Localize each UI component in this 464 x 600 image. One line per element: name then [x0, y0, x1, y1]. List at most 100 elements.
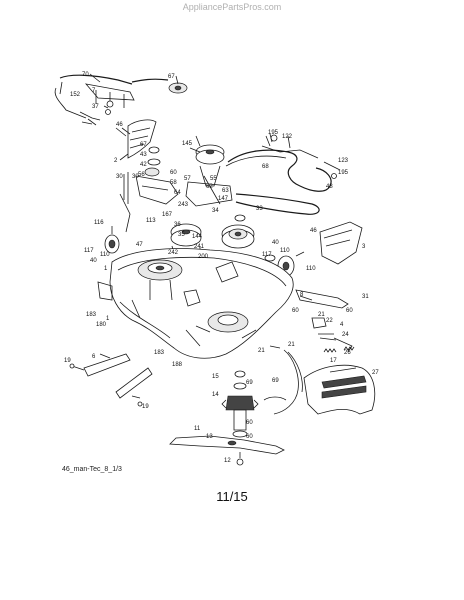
deck-hanger-brackets	[69, 353, 153, 407]
part-label: 42	[140, 162, 147, 168]
part-label: 116	[94, 220, 104, 226]
part-label: 26	[344, 350, 351, 356]
belt-guard-left	[115, 119, 157, 159]
page-number: 11/15	[216, 489, 248, 504]
part-label: 22	[326, 318, 333, 324]
part-label: 60	[246, 420, 253, 426]
part-label: 195	[338, 170, 349, 176]
part-label: 122	[282, 134, 293, 140]
part-label: 110	[280, 248, 290, 254]
part-label: 46	[310, 228, 317, 234]
part-label: 147	[218, 196, 229, 202]
part-label: 145	[182, 141, 193, 147]
part-label: 8	[300, 292, 304, 298]
part-label: 30	[132, 174, 139, 180]
part-label: 144	[192, 234, 203, 240]
part-label: 36	[174, 222, 181, 228]
part-label: 19	[64, 358, 71, 364]
part-label: 195	[268, 130, 279, 136]
right-pulley	[221, 214, 255, 249]
part-label: 7	[92, 88, 96, 94]
part-label: 33	[256, 206, 263, 212]
part-label: 69	[246, 380, 253, 386]
callouts: 70 67 7 152 37 46 2 67 43 42 56 60 58 14…	[64, 72, 379, 464]
part-label: 47	[136, 242, 143, 248]
part-label: 243	[178, 202, 189, 208]
part-label: 110	[100, 252, 110, 258]
part-label: 43	[140, 152, 147, 158]
mower-blade	[169, 435, 285, 466]
part-label: 2	[114, 158, 118, 164]
part-label: 21	[288, 342, 295, 348]
belt-cover-right	[319, 221, 363, 265]
part-label: 60	[346, 308, 353, 314]
part-label: 60	[292, 308, 299, 314]
part-label: 183	[86, 312, 97, 318]
part-label: 68	[262, 164, 269, 170]
part-label: 21	[318, 312, 325, 318]
diagram-code: 46_man-Tec_8_1/3	[62, 466, 122, 473]
part-label: 167	[162, 212, 173, 218]
part-label: 117	[262, 252, 272, 258]
part-label: 30	[116, 174, 123, 180]
part-label: 12	[224, 458, 231, 464]
part-label: 70	[82, 72, 89, 78]
part-label: 55	[210, 176, 217, 182]
part-label: 3	[362, 244, 366, 250]
part-label: 13	[206, 434, 213, 440]
part-label: 58	[170, 180, 177, 186]
part-label: 64	[174, 190, 181, 196]
part-label: 40	[272, 240, 279, 246]
part-label: 69	[272, 378, 279, 384]
part-label: 34	[212, 208, 219, 214]
part-label: 31	[362, 294, 369, 300]
part-label: 152	[70, 92, 81, 98]
part-label: 48	[326, 184, 333, 190]
part-label: 40	[90, 258, 97, 264]
part-label: 19	[142, 404, 149, 410]
part-label: 1	[106, 316, 110, 322]
part-label: 24	[342, 332, 349, 338]
part-label: 46	[116, 122, 123, 128]
part-label: 67	[168, 74, 175, 80]
part-label: 37	[92, 104, 99, 110]
belt-keeper-right	[261, 133, 341, 179]
part-label: 117	[84, 248, 94, 254]
part-label: 242	[168, 250, 179, 256]
part-label: 63	[222, 188, 229, 194]
part-label: 6	[92, 354, 96, 360]
part-label: 4	[340, 322, 344, 328]
part-label: 15	[212, 374, 219, 380]
part-label: 27	[372, 370, 379, 376]
part-label: 200	[198, 254, 209, 260]
center-pulley	[185, 135, 233, 207]
part-label: 60	[170, 170, 177, 176]
part-label: 123	[338, 158, 349, 164]
gauge-wheel-left	[104, 226, 120, 254]
watermark: AppliancePartsPros.com	[182, 2, 282, 12]
part-label: 60	[246, 434, 253, 440]
spindle-assembly	[221, 370, 259, 438]
springs-right	[263, 346, 355, 401]
part-label: 35	[178, 232, 185, 238]
part-label: 183	[154, 350, 165, 356]
part-label: 14	[212, 392, 219, 398]
part-label: 113	[146, 218, 156, 224]
idler-arm-assembly	[119, 146, 179, 233]
part-label: 1	[104, 266, 108, 272]
part-label: 57	[184, 176, 191, 182]
discharge-chute	[303, 364, 376, 415]
mower-deck	[97, 248, 294, 359]
lift-linkage	[54, 74, 188, 126]
part-label: 56	[138, 172, 145, 178]
part-label: 62	[206, 184, 213, 190]
part-label: 180	[96, 322, 107, 328]
part-label: 21	[258, 348, 265, 354]
part-label: 241	[194, 244, 205, 250]
part-label: 188	[172, 362, 183, 368]
chute-rod	[273, 289, 353, 415]
part-label: 11	[194, 426, 201, 432]
part-label: 17	[330, 358, 337, 364]
drive-belt	[225, 149, 332, 215]
